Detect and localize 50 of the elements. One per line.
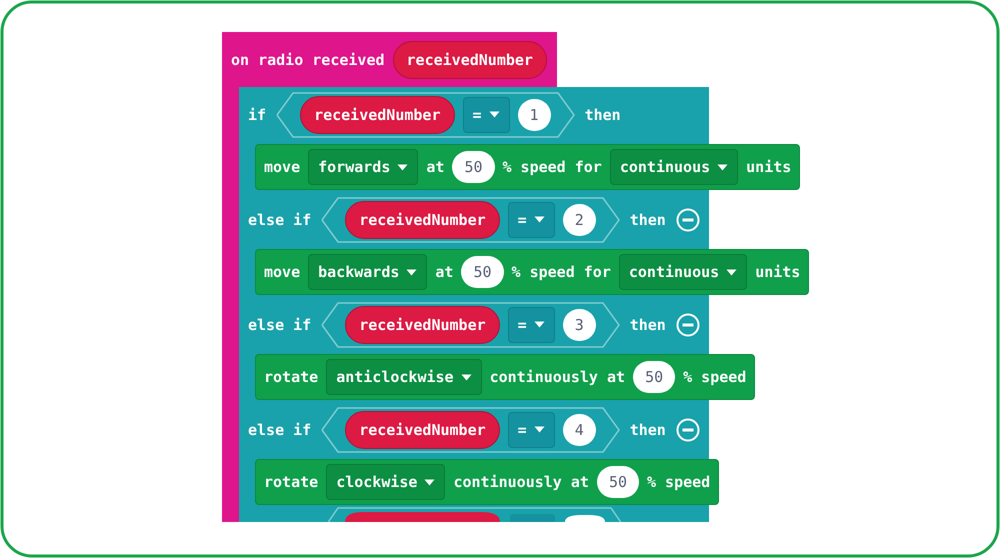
block-text: if [248, 106, 266, 124]
number-field: 50 [633, 361, 676, 393]
block-text: move [264, 158, 300, 176]
block-text: rotate [264, 368, 318, 386]
block-text: then [630, 420, 666, 438]
block-text: units [746, 158, 792, 176]
motor-block [255, 459, 720, 505]
block-text: rotate [264, 473, 318, 491]
number-field: 50 [452, 151, 494, 183]
motor-block [255, 354, 756, 400]
variable-pill: receivedNumber [300, 96, 454, 134]
condition-hexagon [321, 406, 620, 452]
dropdown: = [508, 412, 555, 448]
dropdown: = [508, 202, 555, 238]
block-text: on radio received [231, 50, 385, 68]
block-text: then [584, 106, 621, 124]
block-text: units [755, 263, 800, 281]
dropdown: forwards [308, 149, 418, 185]
block-text: at [426, 158, 444, 176]
block-text: then [630, 316, 666, 334]
variable-pill: receivedNumber [345, 410, 500, 448]
dropdown: = [508, 306, 555, 342]
variable-pill: receivedNumber [345, 306, 500, 344]
block-text: continuously at [490, 368, 626, 386]
dropdown: anticlockwise [326, 359, 482, 395]
block-text: continuously at [453, 473, 589, 491]
condition-hexagon [321, 196, 620, 242]
dropdown: continuous [610, 149, 738, 185]
motor-block [255, 144, 800, 190]
block-text: % speed for [502, 158, 602, 176]
number-field: 50 [596, 466, 639, 498]
block-text: else if [248, 420, 312, 438]
condition-hexagon [276, 92, 575, 138]
block-text: % speed [683, 368, 746, 386]
dropdown: clockwise [326, 464, 446, 500]
variable-pill: receivedNumber [345, 200, 500, 238]
block-text: then [630, 210, 666, 228]
dropdown: = [462, 96, 510, 132]
block-text: % speed for [512, 263, 611, 281]
block-text: else if [248, 210, 312, 228]
dropdown: backwards [308, 254, 428, 290]
block-text: move [264, 263, 300, 281]
condition-hexagon [321, 302, 620, 348]
dropdown: continuous [618, 254, 748, 290]
number-field: 50 [461, 256, 504, 288]
block-text: at [435, 263, 454, 281]
block-text: % speed [647, 473, 710, 491]
motor-block [255, 249, 810, 295]
block-text: else if [248, 316, 312, 334]
variable-pill: receivedNumber [392, 40, 547, 78]
